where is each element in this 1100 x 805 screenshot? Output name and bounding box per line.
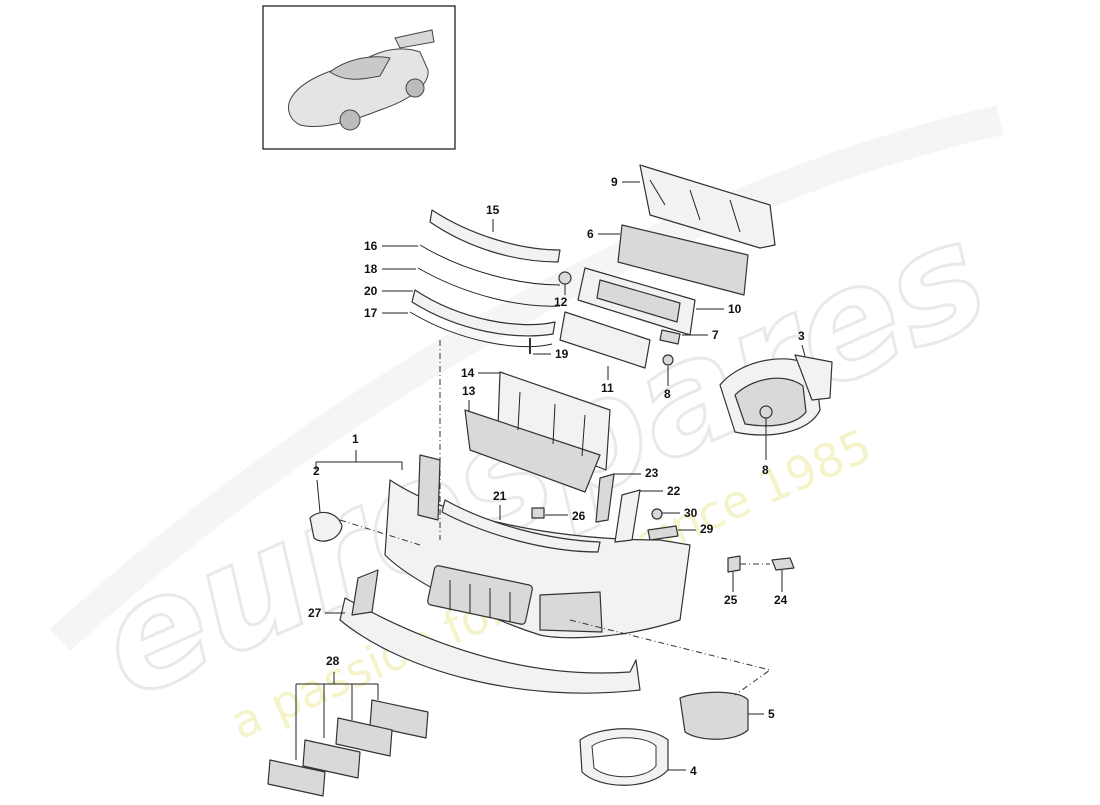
part-23-side: [595, 473, 615, 523]
callout-28: 28: [326, 654, 340, 668]
callout-30: 30: [684, 506, 698, 520]
callout-17: 17: [364, 306, 378, 320]
trim-strips: [409, 209, 561, 348]
callout-14: 14: [461, 366, 475, 380]
part-9-frame: [639, 164, 776, 249]
callout-16: 16: [364, 239, 378, 253]
callout-26: 26: [572, 509, 586, 523]
callout-3: 3: [798, 329, 805, 343]
callout-4: 4: [690, 764, 697, 778]
part-13-14-duct: [464, 371, 611, 493]
callout-8a: 8: [664, 387, 671, 401]
part-30-clip: [651, 508, 663, 520]
callout-19: 19: [555, 347, 569, 361]
callout-21: 21: [493, 489, 507, 503]
part-16-trim: [419, 244, 561, 286]
part-2-cover: [309, 511, 343, 542]
callout-6: 6: [587, 227, 594, 241]
part-7-bracket: [659, 329, 681, 345]
callout-25: 25: [724, 593, 738, 607]
callout-24: 24: [774, 593, 788, 607]
callout-7: 7: [712, 328, 719, 342]
part-15-trim: [429, 209, 561, 263]
callout-23: 23: [645, 466, 659, 480]
part-22-side: [614, 489, 641, 543]
part-20-trim: [411, 289, 556, 337]
callout-18: 18: [364, 262, 378, 276]
part-3-side-frame: [719, 354, 833, 436]
part-4-frame: [579, 728, 669, 786]
callout-20: 20: [364, 284, 378, 298]
part-27-spoiler: [339, 597, 641, 694]
callout-15: 15: [486, 203, 500, 217]
vehicle-thumbnail: [262, 5, 456, 150]
callout-8b: 8: [762, 463, 769, 477]
callout-29: 29: [700, 522, 714, 536]
callout-5: 5: [768, 707, 775, 721]
part-12-clip: [558, 271, 572, 285]
callout-27: 27: [308, 606, 322, 620]
callout-13: 13: [462, 384, 476, 398]
callouts: 1 2 3 4 5 6 7 8 8 9 10 11 12: [295, 175, 806, 778]
part-17-trim: [409, 311, 553, 348]
callout-2: 2: [313, 464, 320, 478]
part-6-plate: [617, 224, 749, 296]
callout-22: 22: [667, 484, 681, 498]
part-5-grille: [679, 691, 749, 740]
part-11-grille: [559, 311, 651, 369]
callout-11: 11: [601, 381, 614, 395]
part-8-clip-b: [759, 405, 773, 419]
assembly-lines: [339, 340, 772, 696]
part-24-screw: [771, 557, 795, 571]
part-27-bracket: [351, 569, 379, 616]
part-21-trim: [441, 499, 601, 553]
part-29-bracket: [647, 525, 679, 541]
callout-9: 9: [611, 175, 618, 189]
part-28-plates: [267, 699, 429, 797]
part-18-trim: [417, 267, 561, 307]
callout-12: 12: [554, 295, 568, 309]
callout-1: 1: [352, 432, 359, 446]
part-8-clip-a: [662, 354, 674, 366]
part-25-nut: [727, 555, 741, 573]
part-26-clip: [531, 507, 545, 519]
callout-10: 10: [728, 302, 742, 316]
